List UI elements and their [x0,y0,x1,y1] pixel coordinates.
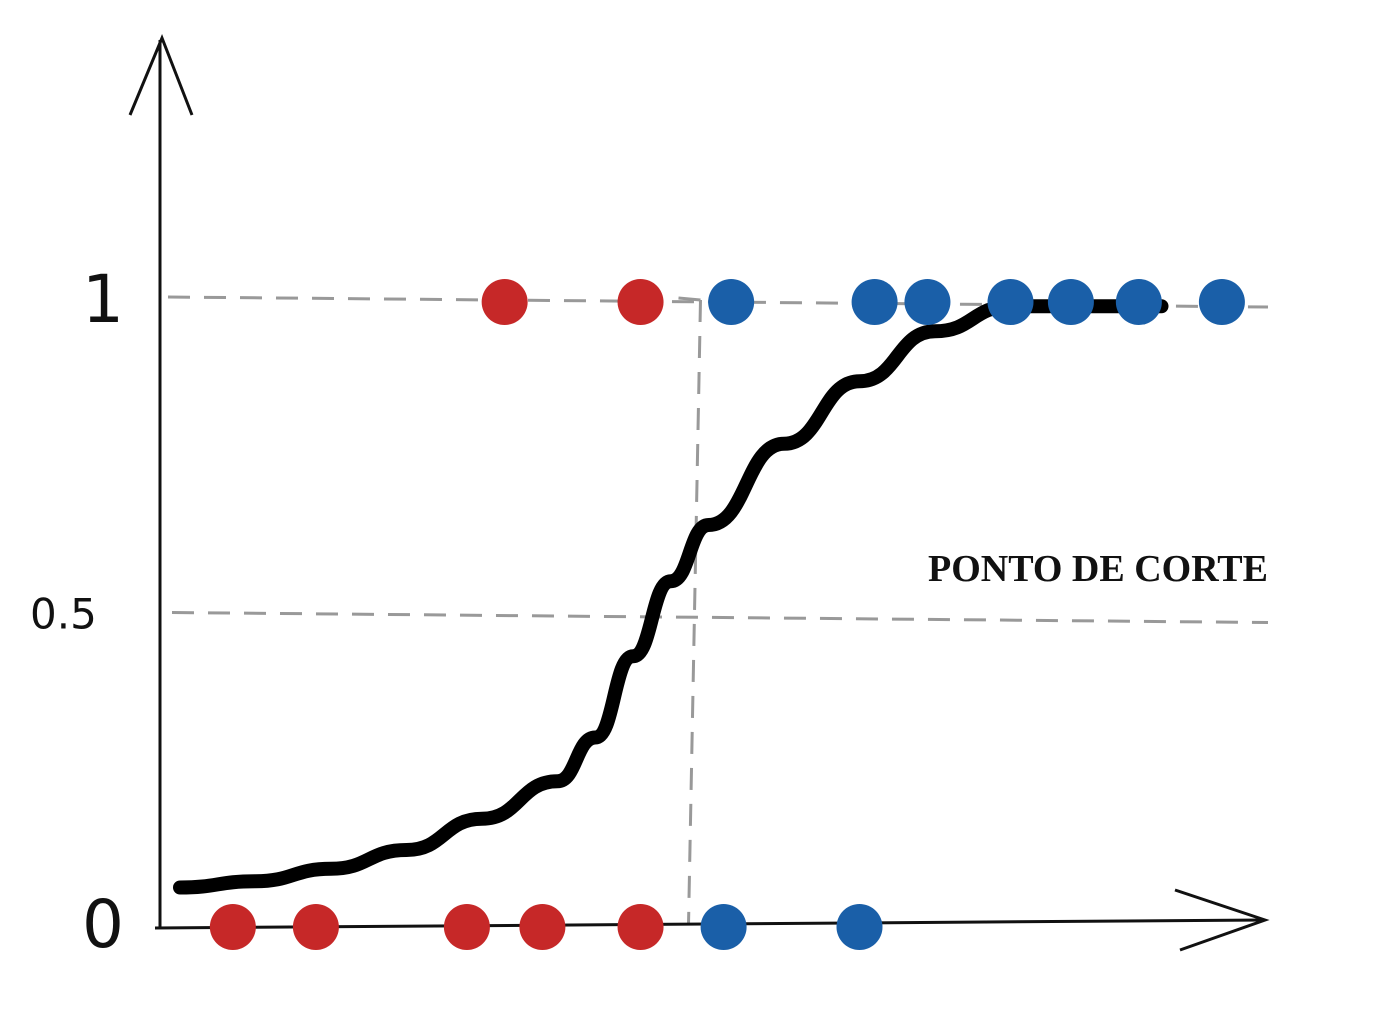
data-point-s0-2 [443,904,490,950]
data-point-s0-0 [209,904,256,950]
ytick-label: 0.5 [30,590,97,639]
data-point-s1-5 [987,279,1034,325]
data-point-s1-4 [904,279,951,325]
data-point-s0-1 [292,904,339,950]
ytick-label: 0 [82,886,124,963]
data-point-s0-3 [519,904,566,950]
data-point-s1-8 [1198,279,1245,325]
curve-layer [173,299,1169,895]
y-axis-arrowhead [128,33,194,116]
data-point-s1-1 [836,904,883,950]
data-point-s1-0 [700,904,747,950]
gridline-layer [167,295,1269,926]
data-point-s1-3 [851,279,898,325]
cutoff-line [687,299,702,926]
data-point-s1-2 [708,279,755,325]
data-point-s0-4 [617,904,664,950]
threshold-line [171,611,1269,624]
points-layer [209,279,1245,950]
threshold-label: PONTO DE CORTE [928,548,1268,590]
sigmoid-curve [173,299,1169,895]
cutoff-corner [678,296,701,302]
ytick-label: 1 [82,261,124,338]
data-point-s1-7 [1115,279,1162,325]
ytick-layer: 00.51 [30,261,124,963]
x-axis-arrowhead [1174,888,1270,952]
data-point-s0-6 [617,279,664,325]
data-point-s0-5 [481,279,528,325]
data-point-s1-6 [1047,279,1094,325]
